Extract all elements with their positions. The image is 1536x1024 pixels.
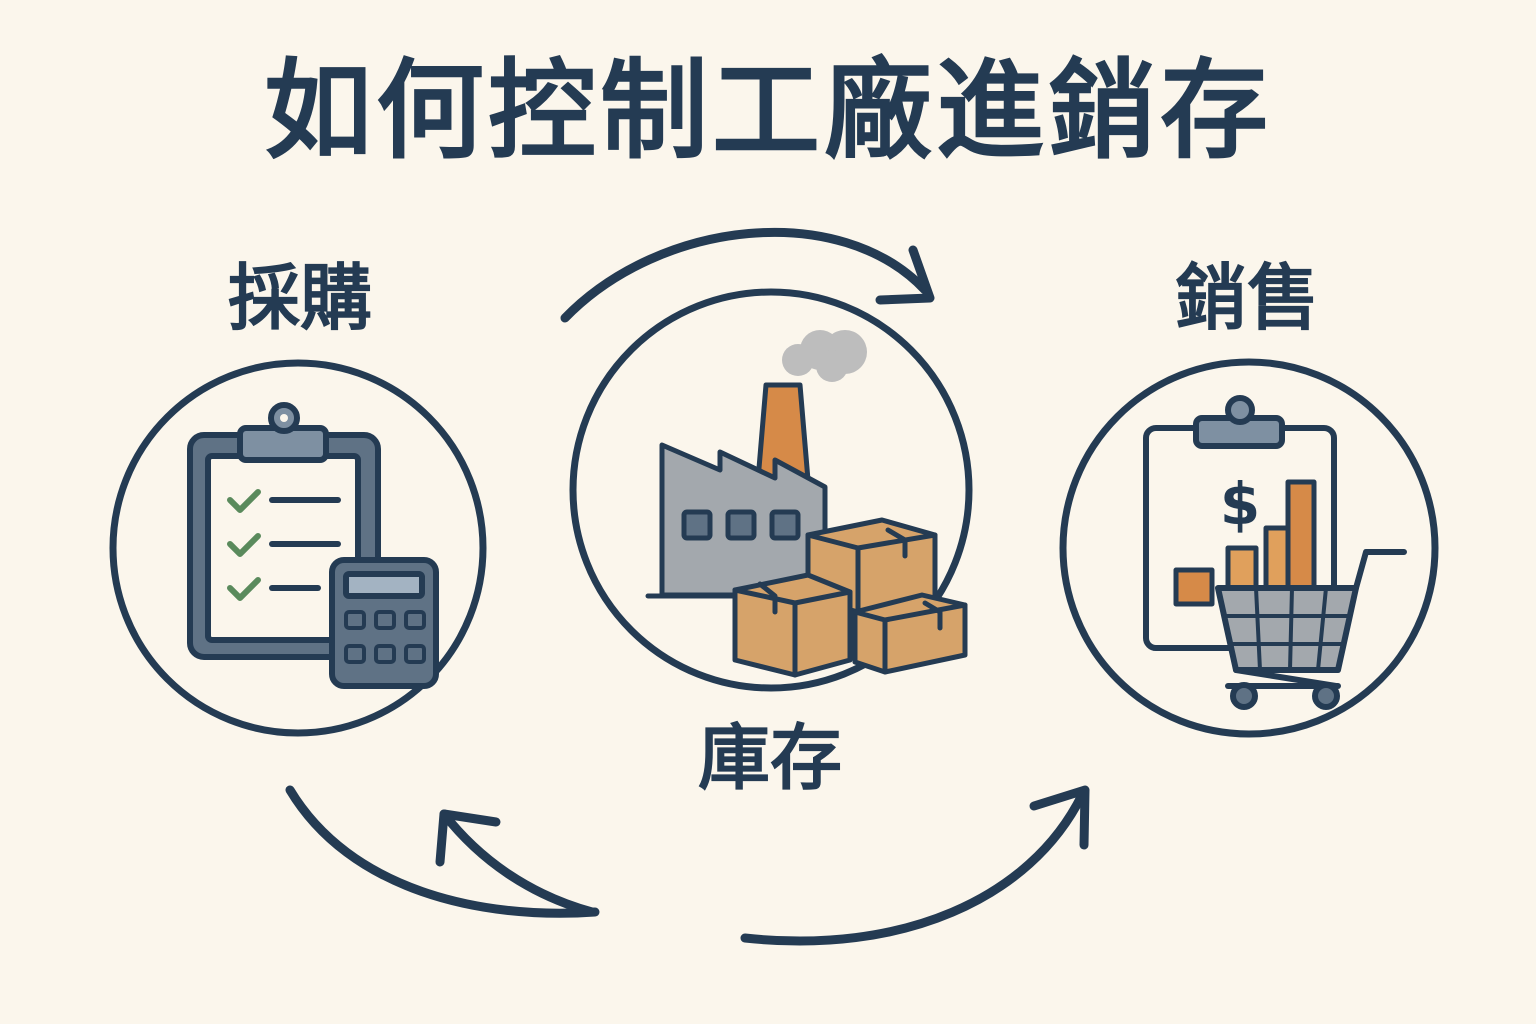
dollar-sign-icon: $: [1220, 470, 1260, 538]
inventory-circle: [569, 288, 973, 692]
arrow-top: [560, 227, 930, 323]
factory-boxes-icon: [645, 330, 968, 678]
purchase-circle: [109, 359, 487, 737]
sales-circle: [1059, 358, 1439, 738]
cycle-arrows: [285, 227, 1090, 946]
arrow-bottom-left-shaft: [439, 809, 597, 917]
bar-chart-icon: [1173, 479, 1317, 607]
clipboard-calculator-icon: [187, 402, 439, 689]
arrow-bottom-right-head: [1029, 785, 1090, 850]
box-icon: [732, 572, 853, 678]
check-icon: [227, 489, 261, 601]
inventory-label: 庫存: [697, 716, 842, 800]
page-title: 如何控制工廠進銷存: [263, 49, 1272, 174]
sales-cart-chart-icon: [1143, 395, 1407, 710]
cart-icon: [1215, 549, 1407, 710]
smoke-icon: [782, 330, 867, 382]
arrow-top-head: [875, 245, 935, 305]
calculator-icon: [329, 557, 439, 689]
box-icon: [852, 592, 968, 675]
arrow-bottom-right: [740, 790, 1087, 946]
sales-label: 銷售: [1174, 256, 1319, 340]
purchase-label: 採購: [227, 256, 372, 340]
arrow-bottom-left: [285, 785, 600, 918]
